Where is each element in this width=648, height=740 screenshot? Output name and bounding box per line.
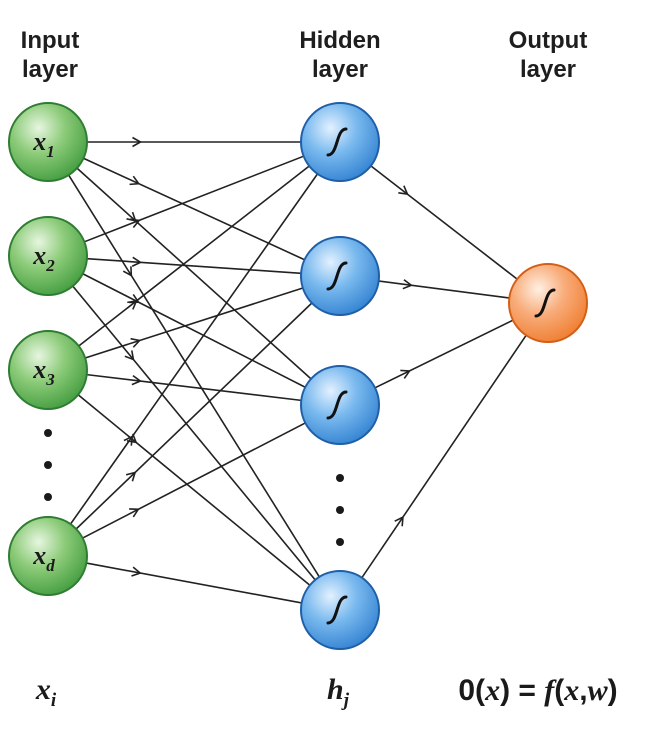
edge-input3-hidden4 xyxy=(77,394,311,586)
input-node-sub: 2 xyxy=(45,256,55,275)
hidden-variable-label: hj xyxy=(327,673,350,711)
arrowhead-icon xyxy=(122,266,133,277)
hidden-node-j xyxy=(300,570,380,650)
ellipsis-dot xyxy=(44,493,52,501)
arrowhead-icon xyxy=(402,279,413,290)
hidden-node-3 xyxy=(300,365,380,445)
arrowhead-icon xyxy=(125,471,137,482)
arrowhead-icon xyxy=(126,433,138,444)
edge-input4-hidden2 xyxy=(75,302,313,530)
arrowhead-icon xyxy=(400,369,411,379)
hidden-node-2 xyxy=(300,236,380,316)
input-node-var: x xyxy=(32,355,46,384)
hidden-node-1 xyxy=(300,102,380,182)
edge-input3-hidden1 xyxy=(78,165,310,347)
edge-input2-hidden4 xyxy=(72,285,316,581)
edge-input4-hidden4 xyxy=(86,562,302,604)
svg-text:x3: x3 xyxy=(32,355,55,389)
arrowhead-icon xyxy=(129,175,141,186)
edge-input4-hidden1 xyxy=(69,173,319,525)
edge-hidden2-output xyxy=(378,280,510,299)
edge-input1-hidden4 xyxy=(67,174,321,578)
arrowhead-icon xyxy=(124,350,135,361)
input-node-var: x xyxy=(32,241,46,270)
ellipsis-dot xyxy=(336,538,344,546)
input-node-d: xd xyxy=(8,516,88,596)
input-node-2: x2 xyxy=(8,216,88,296)
sigmoid-icon xyxy=(326,261,348,291)
arrowhead-icon xyxy=(132,136,143,148)
input-node-sub: 1 xyxy=(46,142,55,161)
edge-input1-hidden2 xyxy=(83,157,305,261)
edge-input2-hidden2 xyxy=(86,257,302,275)
ellipsis-dot xyxy=(44,429,52,437)
sigmoid-icon xyxy=(534,288,556,318)
input-node-var: x xyxy=(32,127,46,156)
arrowhead-icon xyxy=(398,185,409,196)
input-layer-header-line1: Input xyxy=(21,27,80,54)
arrowhead-icon xyxy=(129,218,141,229)
arrowhead-icon xyxy=(123,435,134,446)
input-layer-header-line2: layer xyxy=(22,56,78,83)
output-layer-header-line1: Output xyxy=(509,27,588,54)
svg-text:xd: xd xyxy=(32,541,55,575)
sigmoid-icon xyxy=(326,127,348,157)
edge-input2-hidden1 xyxy=(84,155,304,243)
edge-input3-hidden2 xyxy=(84,287,304,359)
ellipsis-dot xyxy=(336,474,344,482)
hidden-layer-header-line1: Hidden xyxy=(299,27,380,54)
edge-hidden3-output xyxy=(374,319,514,389)
connections xyxy=(67,136,527,604)
input-node-1: x1 xyxy=(8,102,88,182)
input-node-var: x xyxy=(32,541,46,570)
output-formula: 0(x) = f(x,w) xyxy=(458,674,617,707)
arrowhead-icon xyxy=(131,566,142,577)
output-node xyxy=(508,263,588,343)
hidden-ellipsis xyxy=(336,474,344,546)
svg-text:x2: x2 xyxy=(32,241,55,275)
output-layer-header-line2: layer xyxy=(520,56,576,83)
arrowhead-icon xyxy=(129,508,140,518)
arrowhead-icon xyxy=(127,299,138,310)
input-ellipsis xyxy=(44,429,52,501)
ellipsis-dot xyxy=(336,506,344,514)
arrowhead-icon xyxy=(130,337,142,348)
output-layer-header: Output layer xyxy=(509,27,588,83)
hidden-layer-header: Hidden layer xyxy=(299,27,380,83)
edge-hidden4-output xyxy=(361,334,527,579)
edge-input3-hidden3 xyxy=(86,373,302,402)
edge-input2-hidden3 xyxy=(82,273,306,388)
edge-input4-hidden3 xyxy=(82,422,306,539)
arrowhead-icon xyxy=(131,256,143,267)
input-layer-header: Input layer xyxy=(21,27,80,83)
svg-text:x1: x1 xyxy=(32,127,55,161)
input-node-sub: d xyxy=(46,556,55,575)
arrowhead-icon xyxy=(394,515,404,527)
input-node-sub: 3 xyxy=(45,370,55,389)
sigmoid-icon xyxy=(326,595,348,625)
arrowhead-icon xyxy=(131,375,142,386)
input-variable-label: xi xyxy=(35,673,57,711)
ellipsis-dot xyxy=(44,461,52,469)
hidden-layer-header-line2: layer xyxy=(312,56,368,83)
input-node-3: x3 xyxy=(8,330,88,410)
sigmoid-icon xyxy=(326,390,348,420)
arrowhead-icon xyxy=(126,211,137,222)
edge-input1-hidden3 xyxy=(76,167,312,380)
edge-hidden1-output xyxy=(370,165,518,280)
